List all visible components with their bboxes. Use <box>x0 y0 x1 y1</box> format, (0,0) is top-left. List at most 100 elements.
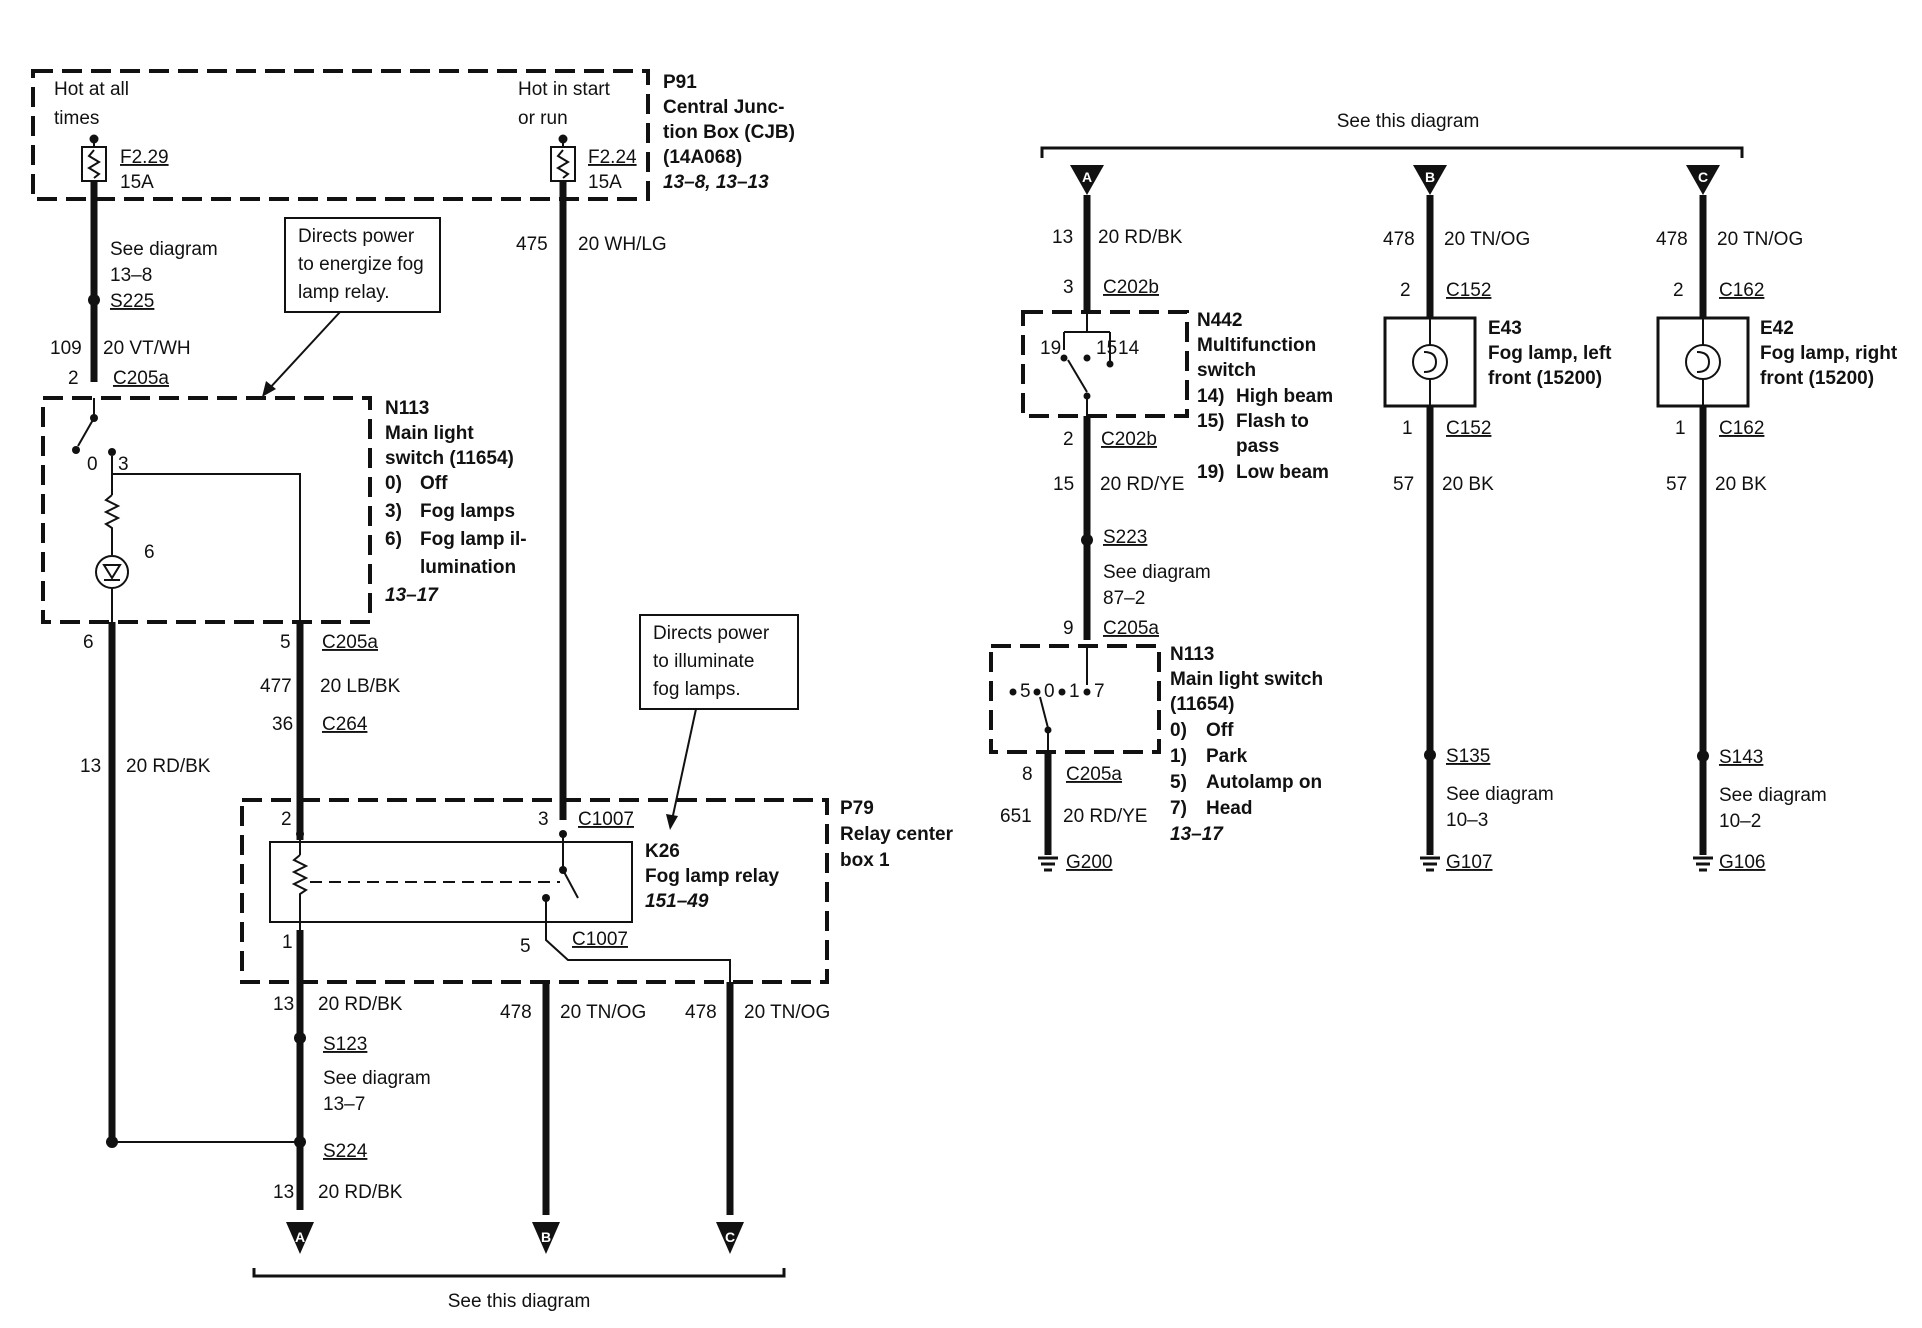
fuse-f229-amp: 15A <box>120 172 154 193</box>
n113-name-2-right: (11654) <box>1170 694 1234 715</box>
n113-pos0: 0) <box>385 473 402 494</box>
k26-page: 151–49 <box>645 891 709 912</box>
relay-output-branch <box>545 930 731 982</box>
arrow-a-top-letter: A <box>1082 169 1092 185</box>
e43-ref: E43 <box>1488 318 1522 339</box>
callout-2-arrow-line <box>671 708 697 821</box>
e42-name-1: Fog lamp, right <box>1760 343 1898 364</box>
col-c-wire-478-spec: 20 TN/OG <box>1717 229 1803 250</box>
hot-at-all-times-label-1: Hot at all <box>54 79 129 100</box>
wire-475-spec: 20 WH/LG <box>578 234 667 255</box>
p91-name-2: tion Box (CJB) <box>663 122 795 143</box>
arrow-b-top-letter: B <box>1425 169 1435 185</box>
n113-switch-box-left <box>41 396 372 624</box>
n113-right-p0: 0) <box>1170 720 1187 741</box>
p79-ref: P79 <box>840 798 874 819</box>
col-c-conn-top: C162 <box>1719 280 1764 301</box>
splice-s123-dot <box>294 1032 306 1044</box>
col-a-wire-651-spec: 20 RD/YE <box>1063 806 1147 827</box>
arrow-c-bottom <box>716 1222 744 1254</box>
arrow-b-top <box>1413 165 1447 195</box>
n113-right-contact-7 <box>1083 688 1091 696</box>
col-b-see-diagram-ref: 10–3 <box>1446 810 1488 831</box>
fuse-f229-id: F2.29 <box>120 147 169 168</box>
wire-13-spec: 20 RD/BK <box>126 756 211 777</box>
p91-name-1: Central Junc- <box>663 97 784 118</box>
n113-ref-left: N113 <box>385 398 429 419</box>
n113-pos6: 6) <box>385 529 402 550</box>
p91-part: (14A068) <box>663 147 742 168</box>
arrow-a-letter: A <box>295 1229 305 1245</box>
n442-contact-14 <box>1106 360 1114 368</box>
callout-2-line-2: to illuminate <box>653 651 754 672</box>
splice-s224-dot <box>294 1136 306 1148</box>
n113-right-p7: 7) <box>1170 798 1187 819</box>
col-b-wire-478-number: 478 <box>1383 229 1415 250</box>
col-b-conn-top: C152 <box>1446 280 1491 301</box>
wire-478b-number: 478 <box>685 1002 717 1023</box>
c264-label: C264 <box>322 714 368 735</box>
fuse-f229-element <box>87 149 101 179</box>
hot-at-all-times-label-2: times <box>54 108 99 129</box>
k26-ref: K26 <box>645 841 680 862</box>
splice-s135-label: S135 <box>1446 746 1490 767</box>
relay-pin-3-label: 3 <box>538 809 549 830</box>
wire-477-spec: 20 LB/BK <box>320 676 401 697</box>
wire-13-number: 13 <box>80 756 101 777</box>
p91-junction-box-outline <box>31 69 650 201</box>
p91-ref: P91 <box>663 72 697 93</box>
see-this-diagram-bracket-bottom <box>252 1268 786 1278</box>
col-a-pin-2: 2 <box>1063 429 1074 450</box>
n113-name-1-left: Main light <box>385 423 474 444</box>
n442-p15-label-2: pass <box>1236 436 1279 457</box>
col-c-wire-57-spec: 20 BK <box>1715 474 1767 495</box>
col-a-pin-8: 8 <box>1022 764 1033 785</box>
n442-label-14: 14 <box>1118 338 1140 359</box>
callout-1-line-2: to energize fog <box>298 254 424 275</box>
n113-right-p5-label: Autolamp on <box>1206 772 1322 793</box>
arrow-a-top <box>1070 165 1104 195</box>
callout-1-line-3: lamp relay. <box>298 282 390 303</box>
n113-right-label-0: 0 <box>1044 681 1055 702</box>
see-diagram-2: See diagram <box>323 1068 431 1089</box>
col-c-see-diagram-ref: 10–2 <box>1719 811 1761 832</box>
wire-478a-number: 478 <box>500 1002 532 1023</box>
n442-p19-label: Low beam <box>1236 462 1329 483</box>
wire-478a-spec: 20 TN/OG <box>560 1002 646 1023</box>
wire-109-spec: 20 VT/WH <box>103 338 191 359</box>
arrow-a-bottom <box>286 1222 314 1254</box>
callout-1-line-1: Directs power <box>298 226 415 247</box>
n113-lamp-6-label: 6 <box>144 542 155 563</box>
splice-s223-dot <box>1081 534 1093 546</box>
col-c-wire-478-number: 478 <box>1656 229 1688 250</box>
n113-fog-output-line <box>112 473 301 622</box>
col-c-wire-57-number: 57 <box>1666 474 1687 495</box>
arrow-c-letter: C <box>725 1229 735 1245</box>
n113-resistor <box>103 494 121 555</box>
n113-switch-blade <box>77 417 95 447</box>
wire-13b-spec: 20 RD/BK <box>318 994 403 1015</box>
col-a-wire-651-number: 651 <box>1000 806 1032 827</box>
k26-name: Fog lamp relay <box>645 866 780 887</box>
ground-g107-label: G107 <box>1446 852 1492 873</box>
hot-in-start-label-1: Hot in start <box>518 79 611 100</box>
relay-pin-5-label: 5 <box>520 936 531 957</box>
e42-name-2: front (15200) <box>1760 368 1874 389</box>
n442-label-15: 15 <box>1096 338 1117 359</box>
see-this-diagram-bottom: See this diagram <box>448 1291 591 1312</box>
n113-right-contact-0 <box>1033 688 1041 696</box>
n442-switch-blade <box>1067 359 1088 393</box>
splice-s143-label: S143 <box>1719 747 1763 768</box>
hot-in-start-label-2: or run <box>518 108 568 129</box>
wire-477-number: 477 <box>260 676 292 697</box>
c205a-label-bottom: C205a <box>322 632 378 653</box>
relay-pin-2-label: 2 <box>281 809 292 830</box>
n113-right-page: 13–17 <box>1170 824 1224 845</box>
col-b-wire-478-spec: 20 TN/OG <box>1444 229 1530 250</box>
wire-109-number: 109 <box>50 338 82 359</box>
pin-36-label: 36 <box>272 714 293 735</box>
see-diagram-1: See diagram <box>110 239 218 260</box>
n113-name-1-right: Main light switch <box>1170 669 1323 690</box>
col-a-c202b-top: C202b <box>1103 277 1159 298</box>
